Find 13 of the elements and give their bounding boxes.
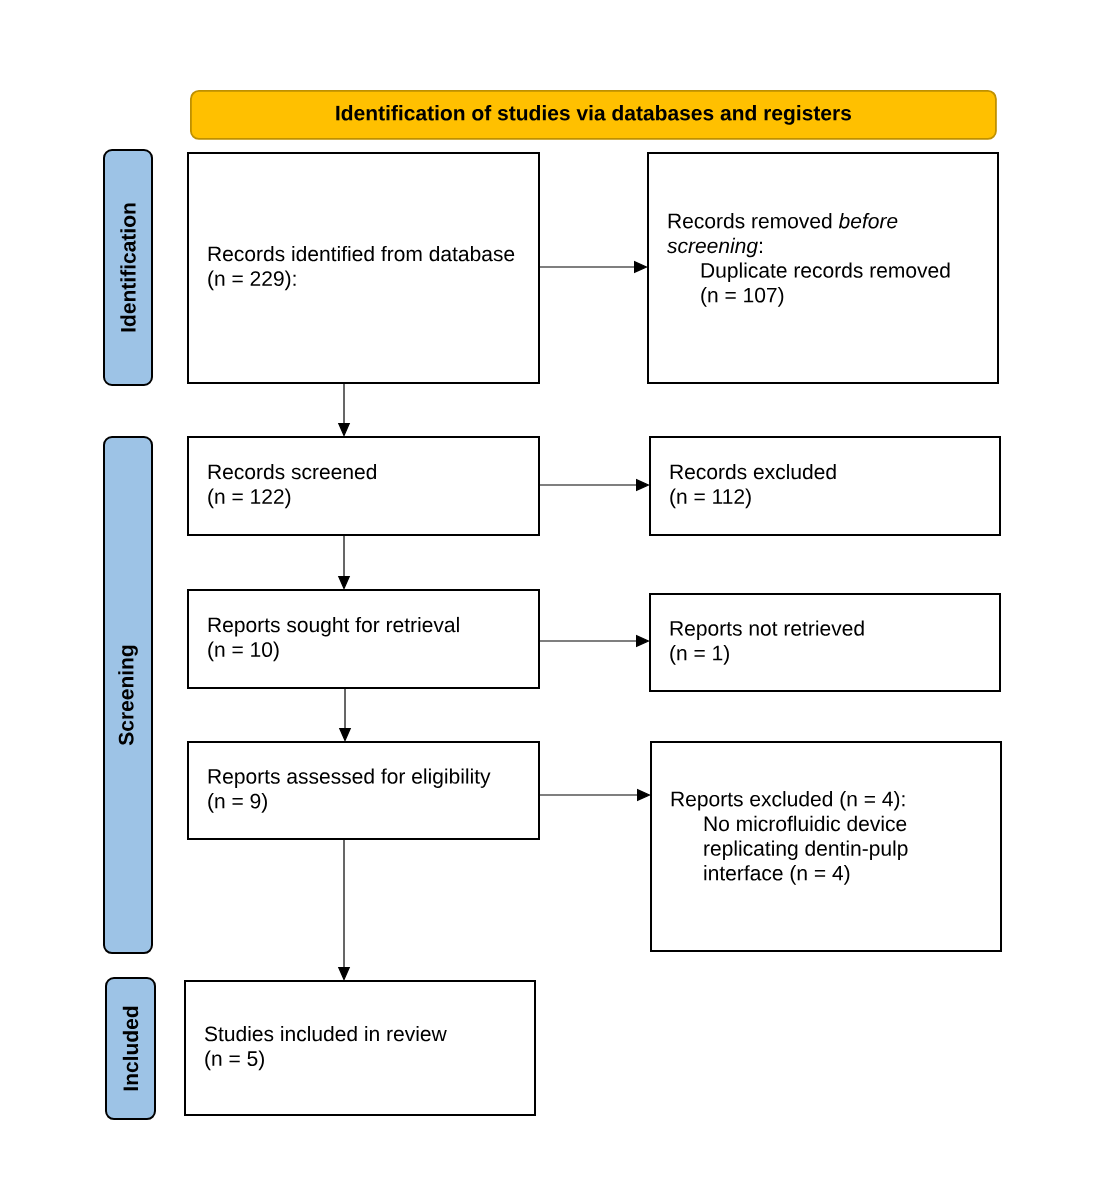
phase-label: Identification [103,149,153,386]
phase-label: Screening [103,436,153,954]
process-box: Reports sought for retrieval (n = 10) [187,589,540,689]
process-box: Reports not retrieved (n = 1) [649,593,1001,692]
process-box: Reports assessed for eligibility (n = 9) [187,741,540,840]
process-box: Records screened (n = 122) [187,436,540,536]
header-banner: Identification of studies via databases and registers [190,90,997,140]
process-box: Records excluded (n = 112) [649,436,1001,536]
process-box: Studies included in review (n = 5) [184,980,536,1116]
process-box: Records identified from database (n = 229): [187,152,540,384]
phase-label: Included [105,977,156,1120]
process-box: Records removed before screening: Duplicate records removed (n = 107) [647,152,999,384]
process-box: Reports excluded (n = 4): No microfluidic device replicating dentin-pulp interface (n = 4) [650,741,1002,952]
